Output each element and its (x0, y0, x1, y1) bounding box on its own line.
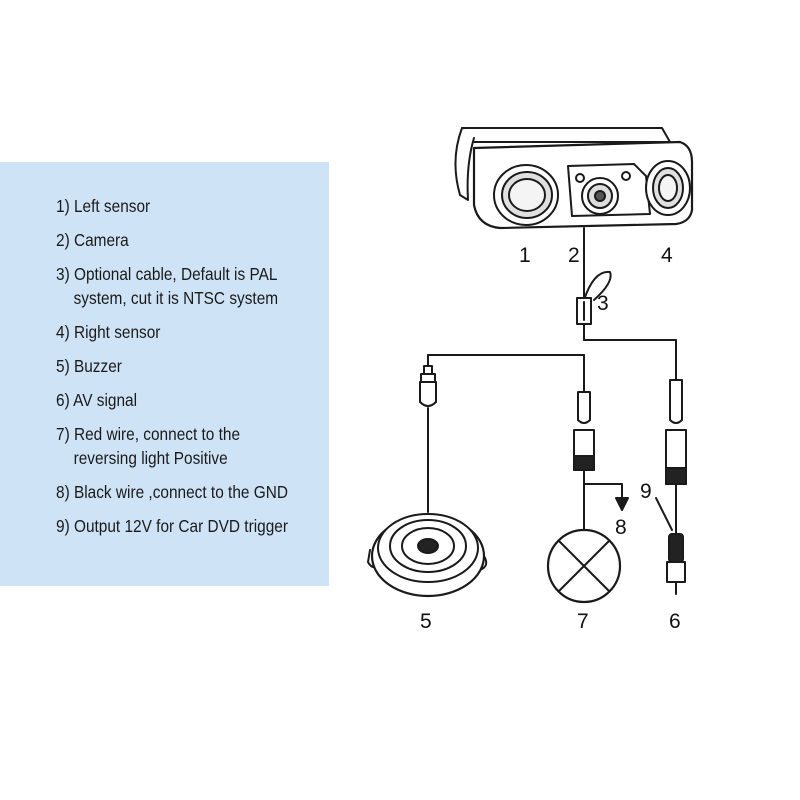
legend-text-continued: system, cut it is NTSC system (73, 288, 279, 308)
optional-cable-loop (583, 270, 612, 301)
av-branch (655, 379, 687, 535)
legend-text: 3) Optional cable, Default is PAL (56, 264, 278, 284)
legend-item-right-sensor: 4) Right sensor (56, 320, 346, 344)
legend-text: 5) Buzzer (56, 356, 122, 376)
callout-3: 3 (597, 292, 609, 315)
camera-bracket (461, 127, 671, 143)
legend-item-black-wire: 8) Black wire ,connect to the GND (56, 480, 346, 504)
camera-unit (454, 127, 694, 230)
buzzer-branch (419, 354, 437, 513)
legend-text: 1) Left sensor (56, 196, 151, 216)
right-sensor (645, 160, 691, 216)
distribution-wire-right (583, 339, 677, 381)
legend-item-av-signal: 6) AV signal (56, 388, 346, 412)
callout-2: 2 (568, 244, 580, 267)
reversing-lamp (546, 528, 622, 604)
callout-4: 4 (661, 244, 673, 267)
legend-list: 1) Left sensor 2) Camera 3) Optional cab… (56, 194, 386, 548)
legend-item-left-sensor: 1) Left sensor (56, 194, 346, 218)
buzzer (367, 513, 488, 598)
callout-7: 7 (577, 610, 589, 633)
legend-text: 4) Right sensor (56, 322, 161, 342)
legend-panel (0, 162, 329, 586)
legend-text: 2) Camera (56, 230, 129, 250)
legend-text: 6) AV signal (56, 390, 138, 410)
legend-text: 7) Red wire, connect to the (56, 424, 241, 444)
trigger-pointer (655, 497, 673, 531)
left-sensor (493, 164, 559, 226)
red-wire-branch (573, 354, 623, 533)
legend-item-output-12v: 9) Output 12V for Car DVD trigger (56, 514, 346, 538)
legend-text: 8) Black wire ,connect to the GND (56, 482, 288, 502)
legend-text: 9) Output 12V for Car DVD trigger (56, 516, 288, 536)
callout-1: 1 (519, 244, 531, 267)
legend-text-continued: reversing light Positive (73, 448, 228, 468)
camera-lens (575, 171, 631, 215)
legend-item-camera: 2) Camera (56, 228, 346, 252)
camera-bracket-side (454, 127, 475, 201)
callout-9: 9 (640, 480, 652, 503)
legend-item-buzzer: 5) Buzzer (56, 354, 346, 378)
legend-item-optional-cable: 3) Optional cable, Default is PAL system,… (56, 262, 346, 310)
callout-5: 5 (420, 610, 432, 633)
callout-6: 6 (669, 610, 681, 633)
legend-item-red-wire: 7) Red wire, connect to the reversing lig… (56, 422, 346, 470)
gnd-arrow-icon (615, 497, 629, 511)
rca-plug-icon (666, 533, 686, 595)
callout-8: 8 (615, 516, 627, 539)
